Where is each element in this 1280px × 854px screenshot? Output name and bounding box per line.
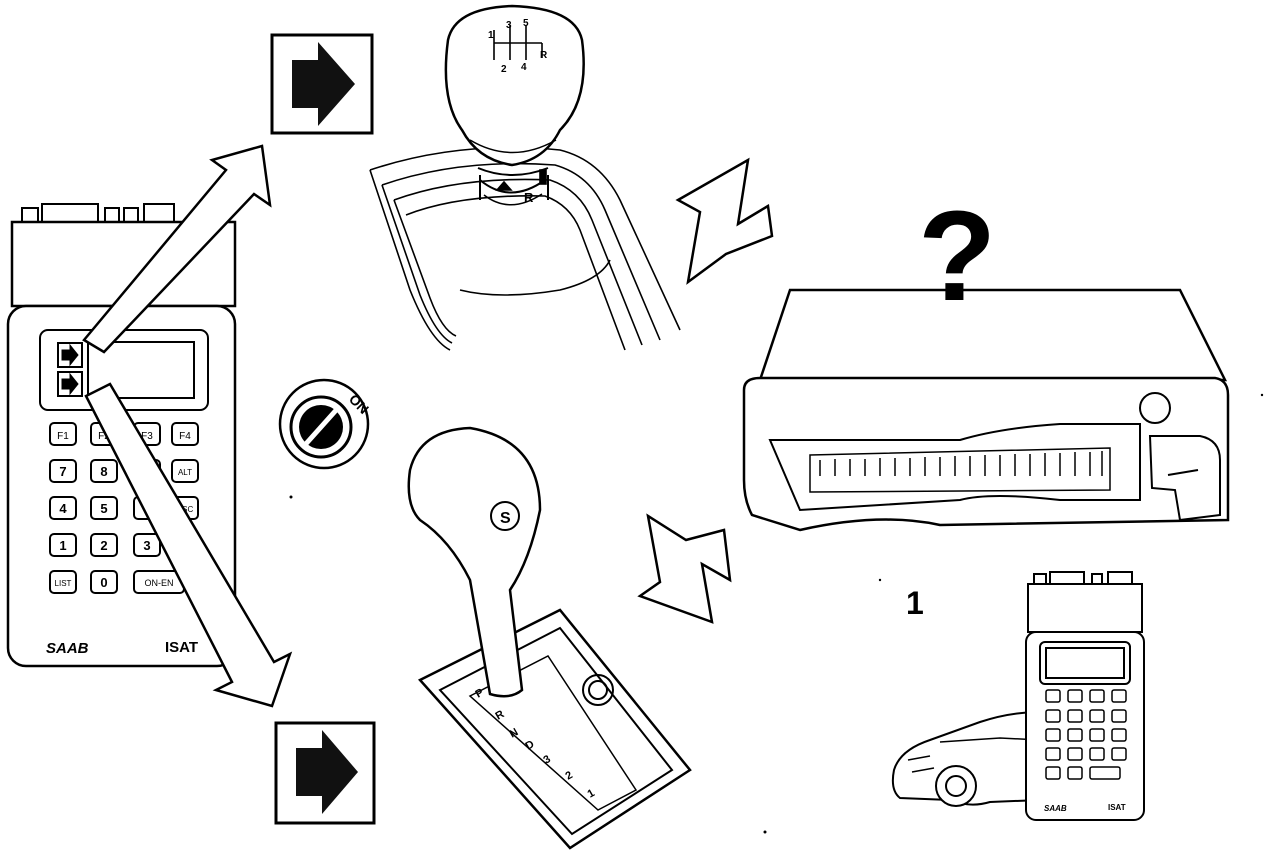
arrow-right-icon	[292, 42, 355, 126]
scan-specks	[289, 393, 1264, 834]
key-f1: F1	[57, 431, 69, 442]
small-tester-brand: SAAB	[1044, 804, 1067, 813]
key-f3: F3	[141, 431, 153, 442]
gate-3: 3	[542, 753, 553, 766]
arrow-box-top	[270, 33, 374, 135]
outline-arrow-icon	[637, 513, 732, 624]
key-list: LIST	[55, 579, 72, 588]
outline-arrow-icon	[82, 144, 272, 354]
outline-arrow-icon	[675, 157, 774, 285]
tester-model: ISAT	[165, 639, 198, 656]
tester-brand: SAAB	[46, 640, 89, 657]
shift-lock-button: S	[500, 510, 511, 527]
unknown-ecu-question-mark: ?	[918, 185, 996, 328]
gate-1: 1	[586, 787, 597, 800]
gate-labels: P R N D 3 2 1	[474, 687, 597, 801]
key-3: 3	[143, 538, 150, 553]
manual-gear-shift	[369, 4, 681, 351]
small-tester-keypad	[1045, 689, 1127, 780]
callout-number: 1	[906, 585, 924, 621]
key-4: 4	[59, 501, 67, 516]
key-5: 5	[100, 501, 107, 516]
knob-label-2: 2	[501, 64, 507, 75]
key-0: 0	[100, 575, 107, 590]
arrow-right-icon	[296, 730, 358, 814]
arrow-box-bottom	[274, 721, 376, 825]
outline-arrow-icon	[84, 382, 293, 708]
key-7: 7	[59, 464, 66, 479]
key-2: 2	[100, 538, 107, 553]
key-on-en: ON-EN	[145, 578, 174, 588]
ecu-module	[742, 288, 1230, 532]
key-1: 1	[59, 538, 66, 553]
small-tester-model: ISAT	[1108, 803, 1126, 812]
car-silhouette	[891, 710, 1041, 807]
key-alt: ALT	[178, 468, 192, 477]
ignition-switch: ON	[278, 378, 372, 470]
key-8: 8	[100, 464, 107, 479]
key-f4: F4	[179, 431, 191, 442]
gate-2: 2	[564, 769, 575, 782]
ecu-connector-pins	[819, 451, 1103, 476]
knob-label-r: R	[540, 50, 548, 61]
knob-label-1: 1	[488, 30, 494, 41]
knob-label-5: 5	[523, 18, 529, 29]
automatic-selector	[407, 426, 692, 850]
knob-label-3: 3	[506, 20, 512, 31]
reverse-label: R	[524, 190, 534, 205]
key-f2: F2	[98, 431, 110, 442]
knob-label-4: 4	[521, 62, 527, 73]
